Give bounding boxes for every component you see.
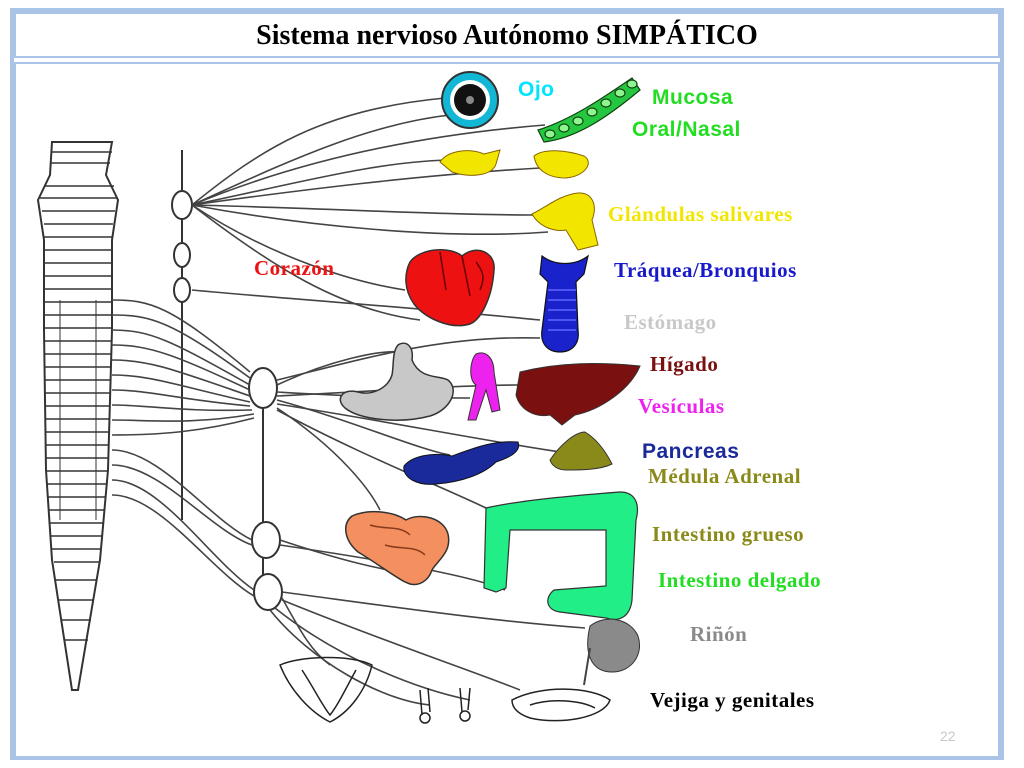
small-glands [439, 149, 589, 179]
label-rinon: Riñón [690, 622, 748, 646]
salivary-gland-organ [531, 192, 599, 251]
trachea-organ [539, 254, 589, 353]
liver-organ [515, 363, 641, 426]
label-higado: Hígado [650, 352, 719, 376]
label-intestino-delgado: Intestino delgado [658, 568, 822, 592]
page-title: Sistema nervioso Autónomo SIMPÁTICO [256, 20, 758, 51]
title-box: Sistema nervioso Autónomo SIMPÁTICO [14, 12, 1000, 58]
label-estomago: Estómago [624, 310, 717, 334]
page-number: 22 [940, 728, 956, 744]
large-intestine-organ [483, 491, 639, 621]
eye-organ [441, 71, 499, 129]
heart-organ [405, 249, 495, 327]
label-corazon: Corazón [254, 256, 335, 280]
label-vejiga-genitales: Vejiga y genitales [650, 688, 815, 712]
label-medula-adrenal: Médula Adrenal [648, 464, 802, 488]
content-border [14, 62, 1000, 758]
label-oral-nasal: Oral/Nasal [632, 118, 741, 141]
bladder-genital-organ [279, 656, 611, 724]
nerve-fibers [111, 97, 586, 706]
kidney-organ [583, 618, 640, 686]
small-intestine-organ [345, 510, 450, 586]
label-ojo: Ojo [518, 78, 555, 101]
label-pancreas: Pancreas [642, 440, 740, 463]
label-glandulas-salivares: Glándulas salivares [608, 202, 793, 226]
pancreas-organ [403, 441, 520, 485]
spinal-cord [36, 141, 120, 691]
label-intestino-grueso: Intestino grueso [652, 522, 805, 546]
vesicles-organ [467, 352, 501, 421]
adrenal-organ [549, 431, 613, 471]
label-mucosa: Mucosa [652, 86, 734, 109]
stomach-organ [339, 342, 454, 421]
label-traquea-bronquios: Tráquea/Bronquios [614, 258, 797, 282]
mucosa-organ [537, 77, 641, 143]
label-vesiculas: Vesículas [638, 394, 725, 418]
